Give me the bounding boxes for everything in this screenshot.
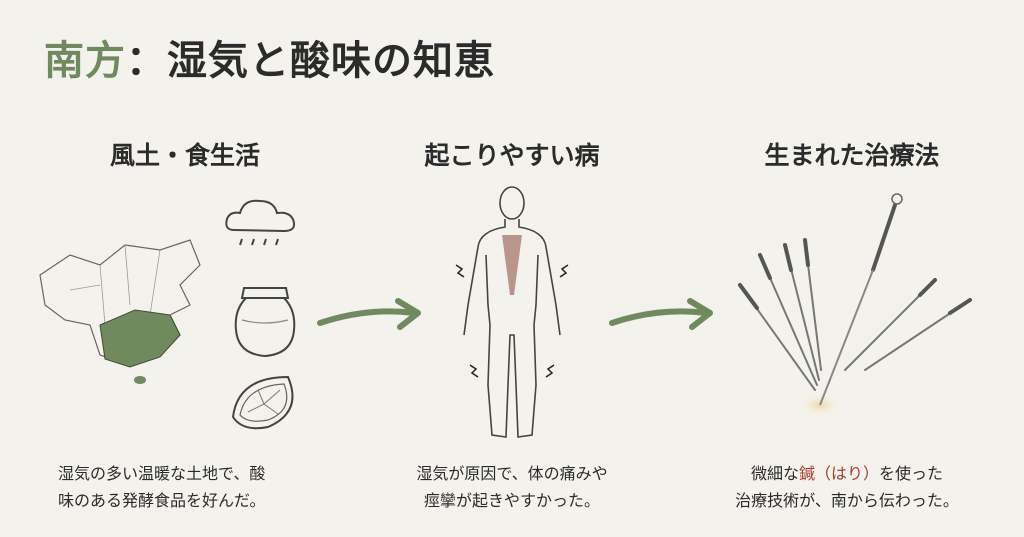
heading-treatment: 生まれた治療法 xyxy=(764,141,940,170)
description-common-illness: 湿気が原因で、体の痛みや 痙攣が起きやすかった。 xyxy=(416,464,608,510)
heading-climate-diet: 風土・食生活 xyxy=(109,141,260,170)
arrow-right-icon xyxy=(317,298,421,330)
lemon-slice-icon xyxy=(231,375,294,430)
human-body-pain-illustration xyxy=(455,186,569,438)
arrow-right-icon xyxy=(609,298,713,330)
page-title: 南方：湿気と酸味の知恵 xyxy=(44,37,495,84)
china-map-illustration xyxy=(39,239,201,384)
heading-common-illness: 起こりやすい病 xyxy=(424,141,600,170)
description-climate-diet: 湿気の多い温暖な土地で、酸 味のある発酵食品を好んだ。 xyxy=(58,464,266,510)
rain-cloud-icon xyxy=(225,199,296,246)
acupuncture-highlight: 鍼（はり） xyxy=(798,464,879,483)
acupuncture-needles-illustration xyxy=(738,193,972,417)
description-treatment: 微細な鍼（はり）を使った 治療技術が、南から伝わった。 xyxy=(735,464,959,510)
fermented-food-jar-icon xyxy=(234,287,296,358)
